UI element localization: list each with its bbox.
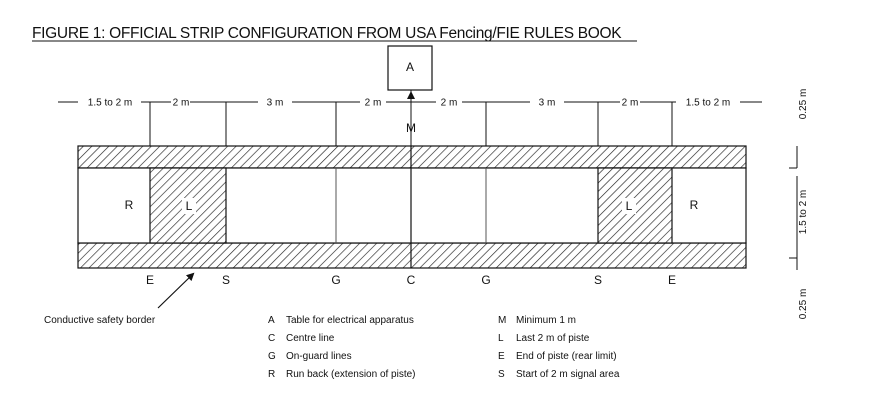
legend-text: Centre line [286, 333, 335, 344]
legend-key: S [498, 369, 505, 380]
legend-key: C [268, 333, 275, 344]
legend-text: On-guard lines [286, 351, 352, 362]
last-2m-label-bg-right [622, 198, 636, 214]
dim-3m-left: 3 m [267, 98, 284, 109]
line-label-g-right: G [481, 273, 490, 287]
legend-text: Start of 2 m signal area [516, 369, 620, 380]
line-label-s-left: S [222, 273, 230, 287]
last-2m-label-left: L [186, 199, 193, 213]
last-2m-label-bg-left [182, 198, 196, 214]
line-label-c: C [407, 273, 416, 287]
legend-key: E [498, 351, 505, 362]
dim-outer-right: 1.5 to 2 m [686, 98, 730, 109]
legend-text: End of piste (rear limit) [516, 351, 617, 362]
electrical-apparatus-table [387, 45, 433, 91]
dim-3m-right: 3 m [539, 98, 556, 109]
horizontal-dimensions [58, 101, 762, 146]
table-label: A [406, 60, 414, 74]
figure-title: FIGURE 1: OFFICIAL STRIP CONFIGURATION F… [32, 25, 622, 42]
legend-key: M [498, 315, 506, 326]
legend-key: L [498, 333, 504, 344]
safety-border-label: Conductive safety border [44, 315, 156, 326]
legend-text: Run back (extension of piste) [286, 369, 416, 380]
line-label-e-left: E [146, 273, 154, 287]
legend-text: Table for electrical apparatus [286, 315, 414, 326]
legend-key: R [268, 369, 275, 380]
dim-2m-left-1: 2 m [173, 98, 190, 109]
dim-2m-right-2: 2 m [622, 98, 639, 109]
dim-2m-right-1: 2 m [441, 98, 458, 109]
safety-border-bottom [77, 242, 747, 269]
vertical-dimension-marks [789, 146, 798, 270]
vdim-bottom-margin: 0.25 m [798, 289, 809, 320]
run-back-label-right: R [690, 198, 699, 212]
legend-text: Minimum 1 m [516, 315, 576, 326]
line-label-g-left: G [331, 273, 340, 287]
legend-key: G [268, 351, 276, 362]
safety-border-arrow [157, 272, 195, 309]
vdim-piste-width: 1.5 to 2 m [798, 190, 809, 234]
vdim-top-margin: 0.25 m [798, 89, 809, 120]
legend-left: A Table for electrical apparatus C Centr… [268, 315, 416, 380]
run-back-label-left: R [125, 198, 134, 212]
legend-right: M Minimum 1 m L Last 2 m of piste E End … [498, 315, 620, 380]
safety-border-top [77, 145, 747, 169]
dim-2m-left-2: 2 m [365, 98, 382, 109]
legend-text: Last 2 m of piste [516, 333, 590, 344]
minimum-label: M [406, 121, 416, 135]
line-label-e-right: E [668, 273, 676, 287]
dim-outer-left: 1.5 to 2 m [88, 98, 132, 109]
last-2m-label-right: L [626, 199, 633, 213]
line-label-s-right: S [594, 273, 602, 287]
legend-key: A [268, 315, 275, 326]
